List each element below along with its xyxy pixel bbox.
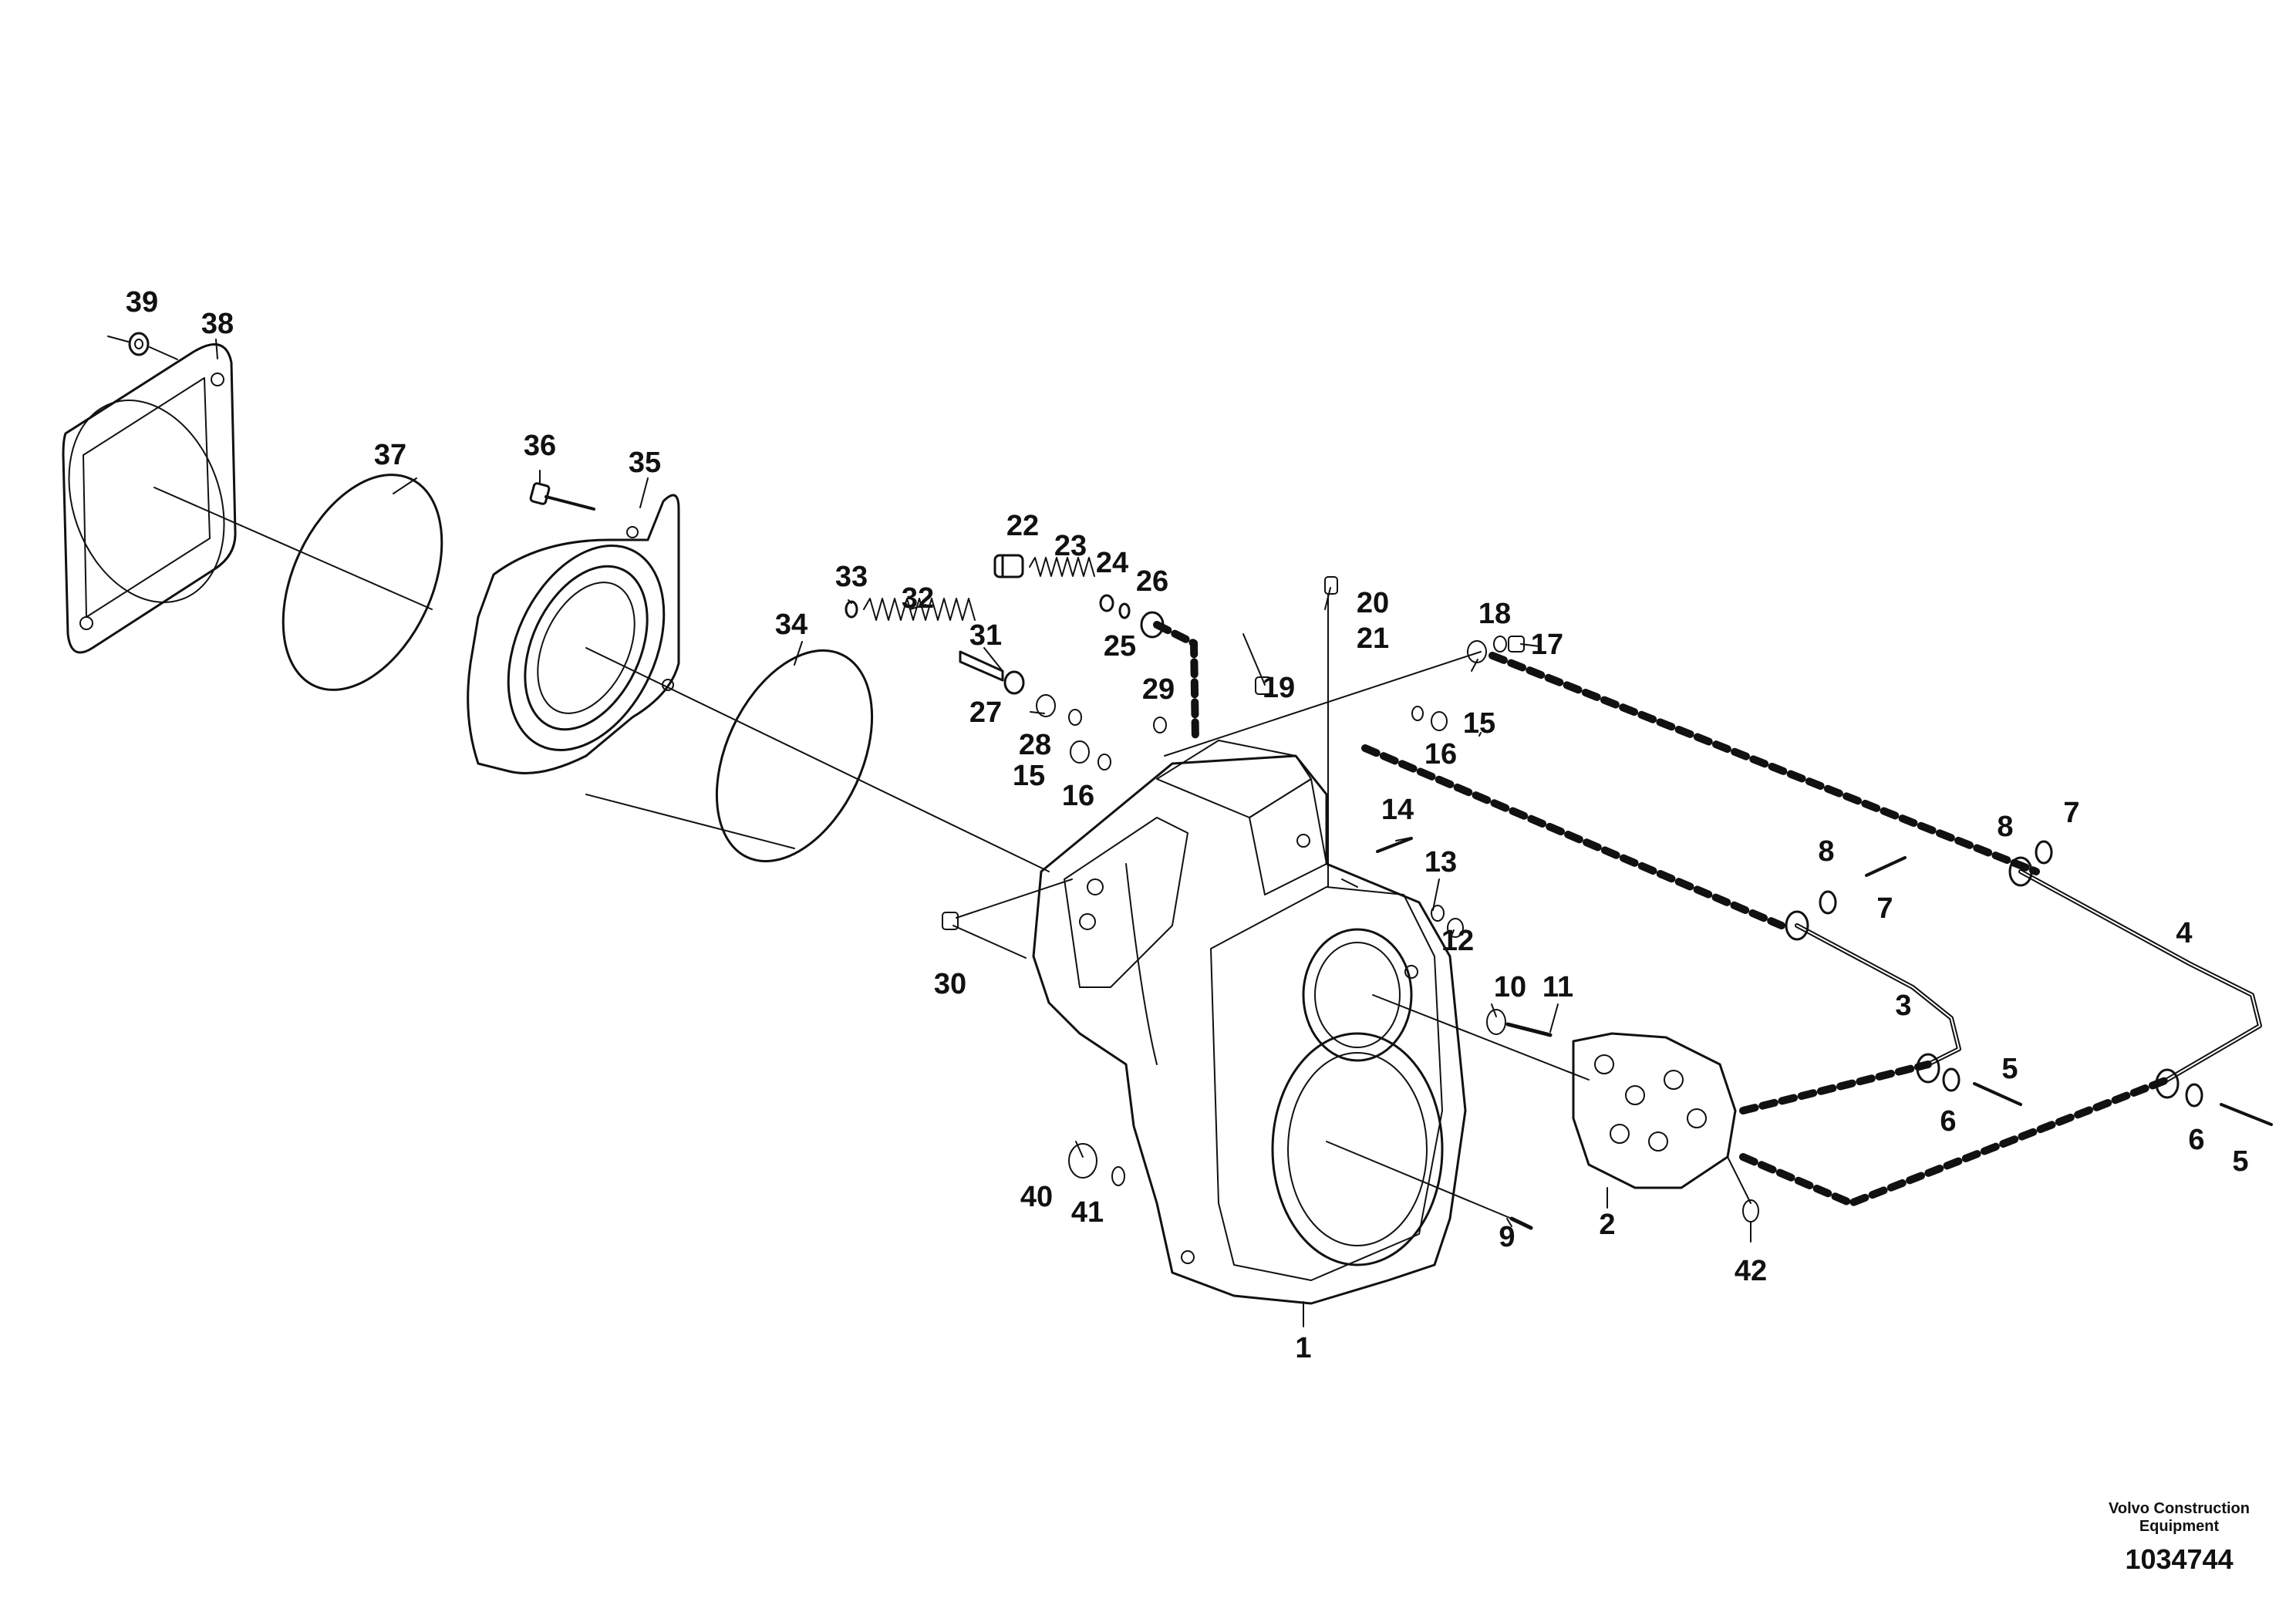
callout-7a: 7 bbox=[1876, 892, 1893, 925]
callout-18: 18 bbox=[1478, 598, 1511, 630]
callout-3: 3 bbox=[1895, 990, 1911, 1022]
callout-2: 2 bbox=[1599, 1209, 1615, 1241]
callout-11: 11 bbox=[1542, 971, 1573, 1003]
callout-7b: 7 bbox=[2063, 797, 2079, 829]
callout-37: 37 bbox=[374, 439, 406, 471]
callout-4: 4 bbox=[2176, 917, 2192, 949]
callout-25: 25 bbox=[1104, 630, 1136, 663]
brand-line-2: Equipment bbox=[2139, 1518, 2220, 1535]
callout-33: 33 bbox=[835, 561, 868, 593]
callout-38: 38 bbox=[201, 308, 234, 340]
callout-24: 24 bbox=[1096, 547, 1128, 579]
callout-19: 19 bbox=[1263, 672, 1295, 704]
document-number: 1034744 bbox=[2125, 1543, 2234, 1575]
valve-block bbox=[1572, 1032, 1737, 1189]
callout-28: 28 bbox=[1019, 729, 1051, 761]
callout-1: 1 bbox=[1295, 1332, 1311, 1364]
callout-12: 12 bbox=[1441, 925, 1474, 957]
pipe-fittings bbox=[1785, 840, 2203, 1108]
callout-34: 34 bbox=[775, 609, 807, 641]
callout-15b: 15 bbox=[1463, 707, 1495, 740]
valve-plug-22 bbox=[993, 554, 1024, 578]
callout-30: 30 bbox=[934, 968, 966, 1000]
callout-27: 27 bbox=[969, 696, 1002, 729]
callout-16a: 16 bbox=[1062, 780, 1094, 812]
callout-10: 10 bbox=[1494, 971, 1526, 1003]
callout-5a: 5 bbox=[2001, 1053, 2018, 1085]
cover-plate bbox=[62, 343, 237, 654]
bearing-housing bbox=[467, 494, 680, 774]
callout-35: 35 bbox=[629, 447, 661, 479]
callout-6b: 6 bbox=[2188, 1124, 2204, 1156]
callout-15a: 15 bbox=[1013, 760, 1045, 792]
pipe-3 bbox=[1795, 923, 1961, 1067]
callout-leaders bbox=[215, 339, 1752, 1327]
callout-23: 23 bbox=[1054, 530, 1087, 562]
callout-8b: 8 bbox=[1997, 811, 2013, 843]
callout-17: 17 bbox=[1531, 629, 1563, 661]
callout-42: 42 bbox=[1735, 1255, 1767, 1287]
o-ring-34 bbox=[715, 649, 874, 863]
callout-6a: 6 bbox=[1940, 1105, 1956, 1138]
pipe-4-inner bbox=[2020, 871, 2261, 1081]
ring-24 bbox=[1099, 594, 1114, 612]
callout-labels: 1 2 3 4 5 5 6 6 7 7 8 8 9 10 11 12 13 14… bbox=[126, 286, 2249, 1364]
pin-31 bbox=[959, 650, 1025, 695]
callout-14: 14 bbox=[1381, 794, 1414, 826]
washer-39 bbox=[107, 332, 178, 360]
pipe-3-inner bbox=[1796, 925, 1960, 1065]
main-housing bbox=[1032, 740, 1467, 1305]
callout-31: 31 bbox=[969, 619, 1002, 652]
callout-32: 32 bbox=[902, 582, 934, 615]
document-footer: Volvo Construction Equipment 1034744 bbox=[2109, 1500, 2250, 1576]
ring-33 bbox=[845, 600, 858, 619]
callout-26: 26 bbox=[1136, 565, 1168, 598]
spring-23 bbox=[1029, 557, 1095, 577]
small-fittings bbox=[942, 576, 1759, 1230]
ring-25 bbox=[1118, 602, 1131, 619]
callout-5b: 5 bbox=[2232, 1145, 2248, 1178]
callout-16b: 16 bbox=[1424, 738, 1457, 771]
callout-9: 9 bbox=[1499, 1221, 1515, 1253]
alignment-lines bbox=[153, 487, 1752, 1219]
callout-36: 36 bbox=[524, 430, 556, 462]
callout-20: 20 bbox=[1357, 587, 1389, 619]
callout-8a: 8 bbox=[1818, 835, 1834, 868]
callout-22: 22 bbox=[1006, 510, 1039, 542]
callout-40: 40 bbox=[1020, 1181, 1053, 1213]
pipe-4 bbox=[2018, 869, 2262, 1082]
bolt-36 bbox=[529, 482, 595, 511]
spring-32 bbox=[863, 598, 976, 621]
callout-39: 39 bbox=[126, 286, 158, 319]
o-ring-37 bbox=[282, 474, 443, 691]
brand-line-1: Volvo Construction bbox=[2109, 1500, 2250, 1517]
bolts-5-7 bbox=[1865, 856, 2273, 1126]
callout-13: 13 bbox=[1424, 846, 1457, 878]
callout-41: 41 bbox=[1071, 1196, 1104, 1229]
callout-21: 21 bbox=[1357, 622, 1389, 655]
callout-29: 29 bbox=[1142, 673, 1175, 706]
hose-paths bbox=[1153, 621, 2171, 1207]
